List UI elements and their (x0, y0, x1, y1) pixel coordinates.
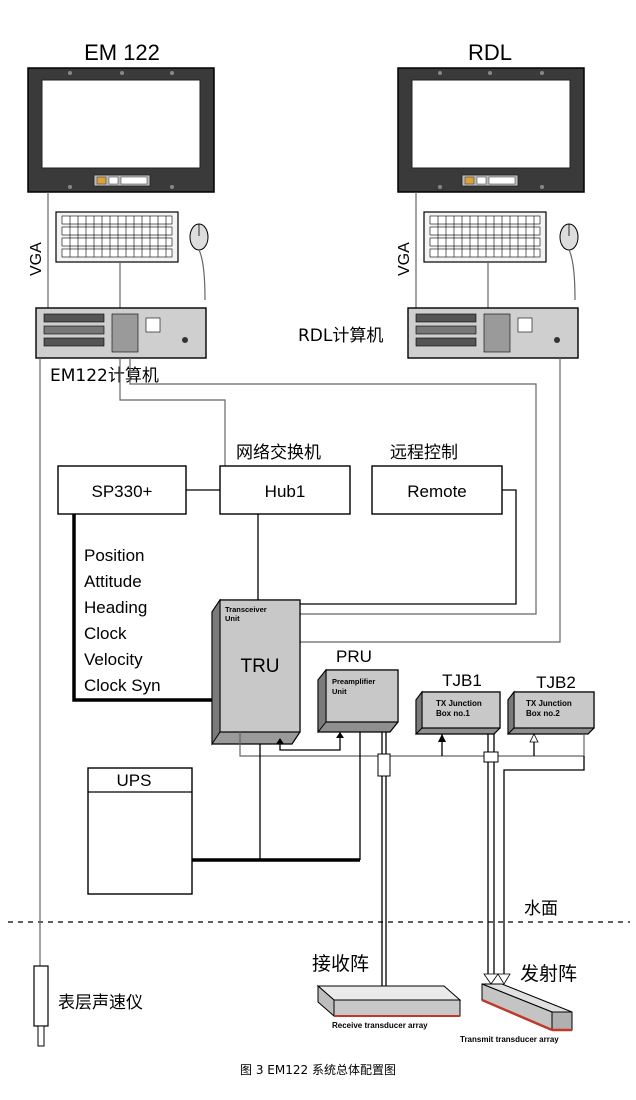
em122-computer (35, 307, 207, 359)
signal-attitude: Attitude (84, 572, 142, 591)
tjb2-small-label-2: Box no.2 (526, 709, 560, 718)
hub1-box: Hub1 (219, 465, 351, 515)
signal-velocity: Velocity (84, 650, 143, 669)
remote-box: Remote (371, 465, 503, 515)
pru-small-label-1: Preamplifier (332, 677, 375, 686)
tru-small-label-2: Unit (225, 614, 240, 623)
svp-probe (33, 965, 49, 1047)
pru-unit: Preamplifier Unit (317, 668, 399, 734)
transmit-array-cn-label: 发射阵 (520, 963, 577, 985)
figure-caption: 图 3 EM122 系统总体配置图 (240, 1063, 396, 1077)
rdl-computer (407, 307, 579, 359)
rdl-keyboard (423, 211, 547, 263)
receive-array-en-label: Receive transducer array (332, 1021, 428, 1030)
receive-transducer-array (316, 984, 462, 1018)
tjb1-label: TJB1 (442, 671, 482, 690)
em122-mouse (189, 223, 209, 301)
tjb2-small-label-1: TX Junction (526, 699, 572, 708)
signal-heading: Heading (84, 598, 147, 617)
hub1-label: Hub1 (265, 482, 306, 501)
transmit-transducer-array (481, 983, 573, 1032)
rdl-monitor-label: RDL (468, 40, 512, 65)
sp330-label: SP330+ (92, 482, 153, 501)
hub-caption: 网络交换机 (236, 443, 321, 463)
em122-computer-label: EM122计算机 (50, 366, 159, 386)
tjb1-small-label-2: Box no.1 (436, 709, 470, 718)
rdl-computer-label: RDL计算机 (298, 326, 383, 346)
em122-monitor-label: EM 122 (84, 40, 160, 65)
em122-monitor (27, 67, 215, 193)
sp330-box: SP330+ (57, 465, 187, 515)
tjb1-unit: TX Junction Box no.1 (415, 690, 501, 736)
rdl-vga-label: VGA (396, 242, 413, 276)
water-surface-label: 水面 (524, 899, 558, 919)
tjb1-small-label-1: TX Junction (436, 699, 482, 708)
pru-label: PRU (336, 647, 372, 666)
remote-label: Remote (407, 482, 467, 501)
tru-label: TRU (240, 656, 279, 677)
ups-box: UPS (87, 767, 193, 895)
remote-caption: 远程控制 (390, 443, 458, 463)
tru-small-label-1: Transceiver (225, 605, 267, 614)
rdl-monitor (397, 67, 585, 193)
pru-small-label-2: Unit (332, 687, 347, 696)
ups-label: UPS (117, 771, 152, 790)
tjb2-label: TJB2 (536, 673, 576, 692)
signal-clock: Clock (84, 624, 127, 643)
signal-clock-syn: Clock Syn (84, 676, 161, 695)
signal-list: Position Attitude Heading Clock Velocity… (84, 546, 161, 695)
svp-label: 表层声速仪 (58, 993, 143, 1013)
em122-keyboard (55, 211, 179, 263)
tru-unit: Transceiver Unit TRU (211, 598, 301, 746)
rdl-mouse (559, 223, 579, 301)
transmit-array-en-label: Transmit transducer array (460, 1035, 559, 1044)
em122-vga-label: VGA (28, 242, 45, 276)
receive-array-cn-label: 接收阵 (312, 953, 369, 975)
signal-position: Position (84, 546, 144, 565)
tjb2-unit: TX Junction Box no.2 (507, 690, 595, 736)
